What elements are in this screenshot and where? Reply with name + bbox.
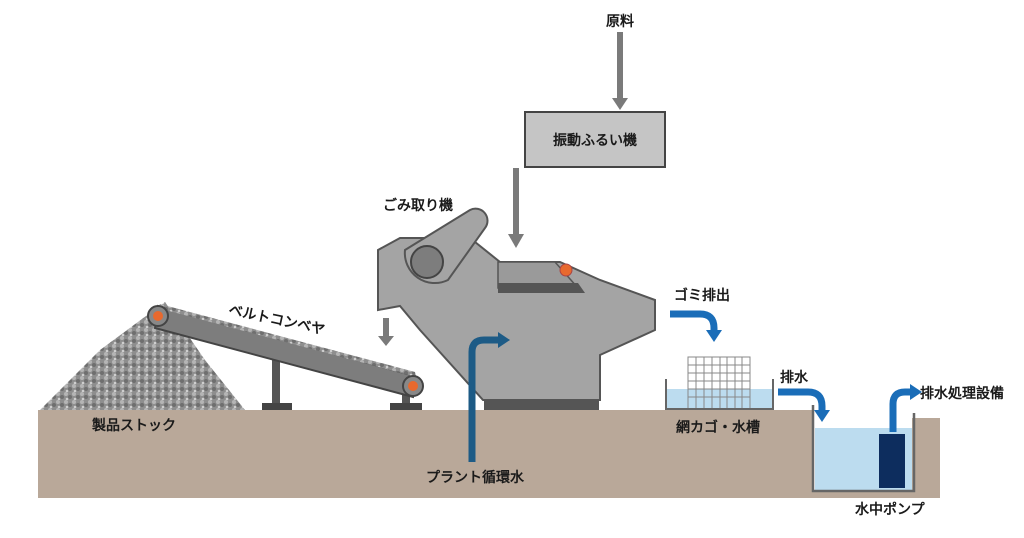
product-stock-label: 製品ストック <box>91 417 176 434</box>
ground <box>38 410 940 498</box>
wastewater-facility-label: 排水処理設備 <box>920 385 1004 402</box>
vibrating-screen-label: 振動ふるい機 <box>553 132 637 149</box>
plant-water-label: プラント循環水 <box>426 469 525 486</box>
mesh-tank-label: 網カゴ・水槽 <box>676 419 760 436</box>
trash-remover-machine <box>377 207 656 410</box>
vibrating-screen: 振動ふるい機 <box>524 111 666 168</box>
blue-arrows <box>670 310 912 432</box>
submersible-pump <box>879 434 905 488</box>
submersible-pump-label: 水中ポンプ <box>855 501 926 518</box>
raw-material-label: 原料 <box>606 13 634 30</box>
plant-water-arrow <box>468 336 500 462</box>
drainage-label: 排水 <box>780 369 809 386</box>
product-stockpile <box>40 302 245 410</box>
trash-remover-label: ごみ取り機 <box>383 197 453 214</box>
pump-pit <box>811 405 916 493</box>
gray-arrows <box>378 32 628 346</box>
trash-discharge-label: ゴミ排出 <box>674 287 730 304</box>
belt-conveyor <box>147 304 424 410</box>
mesh-tank <box>665 356 774 410</box>
